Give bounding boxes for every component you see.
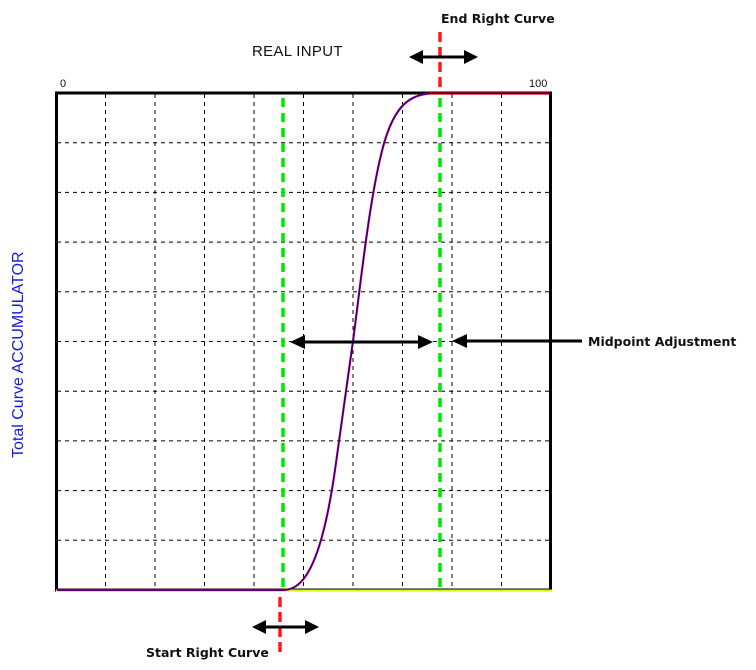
green-marker-left[interactable] bbox=[281, 98, 289, 590]
midpoint-pointer-arrow-icon bbox=[452, 334, 582, 348]
x-tick-max: 100 bbox=[529, 78, 548, 90]
midpoint-range-double-arrow-icon bbox=[290, 335, 433, 349]
red-marker-end[interactable] bbox=[438, 32, 446, 90]
green-marker-right[interactable] bbox=[438, 98, 446, 590]
end-right-curve-label: End Right Curve bbox=[441, 11, 555, 26]
start-right-curve-label: Start Right Curve bbox=[146, 645, 269, 660]
midpoint-adjustment-label: Midpoint Adjustment bbox=[588, 334, 737, 349]
start-curve-double-arrow-icon bbox=[252, 620, 319, 634]
x-tick-min: 0 bbox=[60, 78, 67, 90]
end-curve-double-arrow-icon bbox=[409, 50, 478, 64]
x-axis-title: REAL INPUT bbox=[252, 43, 343, 60]
